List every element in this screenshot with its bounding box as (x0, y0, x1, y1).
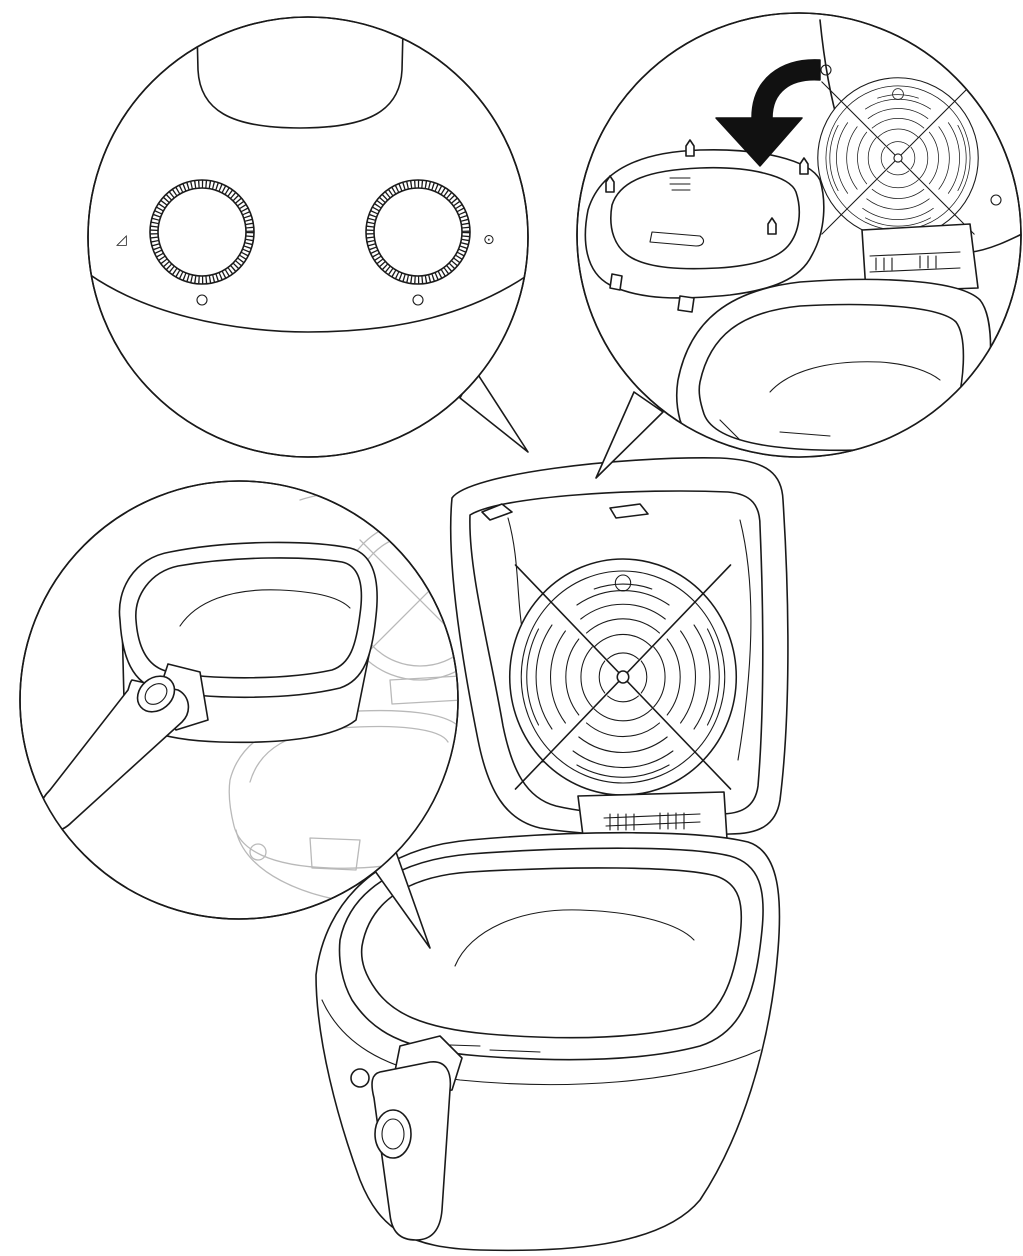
callout-lid-filter (576, 12, 1022, 458)
callout-control-panel: ◿ ⊙ (87, 16, 529, 458)
timer-symbol: ◿ (116, 232, 127, 248)
lid-filter-grille-icon (508, 558, 738, 796)
basket-detail (37, 541, 378, 832)
power-symbol: ⊙ (483, 232, 495, 248)
callout-basket (19, 480, 459, 920)
air-fryer-main-body (315, 457, 789, 1252)
curved-down-arrow-icon (715, 59, 821, 167)
timer-indicator-icon (196, 294, 208, 306)
basket-handle-front (371, 1035, 463, 1241)
filter-frame (584, 139, 825, 313)
temperature-indicator-icon (412, 294, 424, 306)
lid-filter-grille-icon-detail (817, 77, 979, 239)
callout-pointers (369, 369, 664, 949)
